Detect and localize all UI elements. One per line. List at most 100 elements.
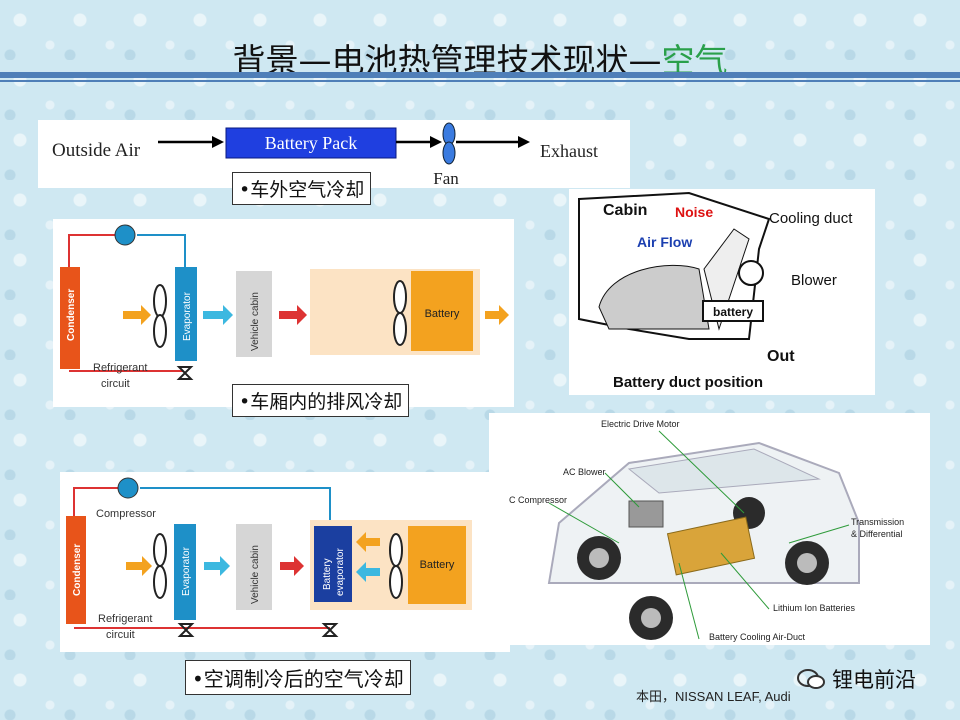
- car-windshield: [627, 448, 821, 494]
- cabin-exhaust-svg: Condenser Evaporator Refrigerant circuit…: [60, 224, 509, 390]
- cabin-label: Cabin: [603, 202, 647, 219]
- arrow-head: [212, 136, 224, 148]
- battery-box: [408, 526, 466, 604]
- vehicle-cabin-box: [236, 524, 272, 610]
- cooling-duct-label: Cooling duct: [769, 210, 853, 227]
- valve-icon: [176, 366, 194, 380]
- battery-label: Battery: [420, 559, 455, 571]
- battery-label: battery: [713, 305, 753, 319]
- battery-evaporator-label-2: evaporator: [335, 548, 346, 596]
- air-arrow-icon: [485, 305, 509, 325]
- ac-cooled-svg: Compressor Condenser Evaporator Refriger…: [66, 477, 472, 641]
- title-rule-thin: [0, 80, 960, 82]
- fan-blade-icon: [442, 141, 456, 165]
- duct-caption: Battery duct position: [613, 374, 763, 391]
- fan-icon: [153, 565, 167, 599]
- front-wheel-hub: [641, 608, 661, 628]
- arrow-head: [430, 136, 442, 148]
- blower-icon: [738, 260, 764, 286]
- leader-line: [678, 562, 700, 640]
- battery-label: Battery: [425, 308, 460, 320]
- evaporator-box: [175, 267, 197, 361]
- battery-pack: [666, 516, 756, 576]
- air-arrow-icon: [279, 305, 307, 325]
- condenser-box: [66, 516, 86, 624]
- refrigerant-line: [137, 234, 186, 267]
- circuit-label: circuit: [106, 629, 135, 641]
- battery-duct-svg: Cabin Noise Air Flow Cooling duct Blower…: [578, 191, 853, 391]
- noise-label: Noise: [675, 204, 713, 220]
- cabin-exhaust-diagram: Condenser Evaporator Refrigerant circuit…: [53, 219, 514, 407]
- outside-air-diagram: Outside Air Battery Pack Fan Exhaust: [38, 120, 630, 188]
- car-cutaway-diagram: Electric Drive Motor AC Blower C Compres…: [489, 413, 930, 645]
- outside-air-label: Outside Air: [52, 140, 141, 161]
- air-flow-label: Air Flow: [637, 234, 692, 250]
- circuit-label: circuit: [101, 378, 130, 390]
- vehicle-cabin-label: Vehicle cabin: [250, 545, 261, 604]
- lithium-label: Lithium Ion Batteries: [773, 603, 856, 613]
- watermark-text: 锂电前沿: [832, 668, 916, 692]
- front-wheel-hub: [589, 548, 609, 568]
- battery-pack-label: Battery Pack: [265, 133, 357, 153]
- valve-icon: [177, 623, 195, 637]
- drive-motor: [628, 500, 664, 528]
- air-arrow-icon: [356, 532, 380, 552]
- ac-cooled-diagram: Compressor Condenser Evaporator Refriger…: [60, 472, 510, 652]
- leader-line: [604, 472, 640, 508]
- car-cutaway-svg: Electric Drive Motor AC Blower C Compres…: [509, 419, 904, 642]
- compressor-icon: [117, 477, 139, 499]
- fan-icon: [153, 314, 167, 348]
- fan-icon: [389, 565, 403, 599]
- battery-box: [702, 300, 764, 322]
- fan-label: Fan: [433, 169, 459, 188]
- compressor-icon: [114, 224, 136, 246]
- refrigerant-label: Refrigerant: [98, 613, 152, 625]
- credits: 本田，NISSAN LEAF, Audi: [636, 689, 791, 704]
- blower-label: Blower: [791, 272, 837, 289]
- cabin-outline: [578, 191, 771, 340]
- condenser-label: Condenser: [72, 544, 83, 596]
- evaporator-box: [174, 524, 196, 620]
- fan-icon: [153, 284, 167, 318]
- vehicle-cabin-label: Vehicle cabin: [250, 292, 261, 351]
- motor-label: Electric Drive Motor: [601, 419, 680, 429]
- differential-label: & Differential: [851, 529, 902, 539]
- leader-line: [720, 552, 770, 610]
- battery-evaporator-box: [314, 526, 352, 602]
- battery-pack-box: [225, 127, 397, 159]
- leader-line: [548, 502, 620, 544]
- air-arrow-icon: [203, 305, 233, 325]
- fan-icon: [393, 280, 407, 314]
- rear-wheel-hub: [797, 553, 817, 573]
- cooling-duct-label: Battery Cooling Air-Duct: [709, 632, 806, 642]
- evaporator-label: Evaporator: [182, 291, 193, 341]
- caption-cabin-exhaust: •车厢内的排风冷却: [232, 384, 410, 417]
- air-arrow-icon: [280, 556, 304, 576]
- evaporator-label: Evaporator: [181, 546, 192, 596]
- air-arrow-icon: [204, 556, 230, 576]
- leader-line: [658, 430, 745, 514]
- wechat-icon: [797, 669, 825, 689]
- leader-line: [788, 524, 850, 544]
- transmission-label: Transmission: [851, 517, 904, 527]
- valve-icon: [321, 623, 339, 637]
- battery-box: [411, 271, 473, 351]
- air-arrow-icon: [356, 562, 380, 582]
- exhaust-label: Exhaust: [540, 141, 598, 161]
- compressor-label: Compressor: [96, 508, 156, 520]
- ac-blower-label: AC Blower: [563, 467, 606, 477]
- outside-air-svg: Outside Air Battery Pack Fan Exhaust: [52, 122, 598, 188]
- caption-outside-air: •车外空气冷却: [232, 172, 372, 205]
- air-arrow-icon: [123, 305, 151, 325]
- fan-icon: [153, 533, 167, 567]
- seat-cushion: [598, 264, 710, 330]
- arrow-head: [518, 136, 530, 148]
- battery-evaporator-label: Battery: [322, 558, 333, 590]
- watermark: 锂电前沿: [796, 664, 916, 694]
- compressor-label: C Compressor: [509, 495, 567, 505]
- title-rule-thick: [0, 72, 960, 78]
- fan-icon: [393, 312, 407, 346]
- condenser-box: [60, 267, 80, 369]
- vehicle-cabin-box: [236, 271, 272, 357]
- refrigerant-label: Refrigerant: [93, 362, 147, 374]
